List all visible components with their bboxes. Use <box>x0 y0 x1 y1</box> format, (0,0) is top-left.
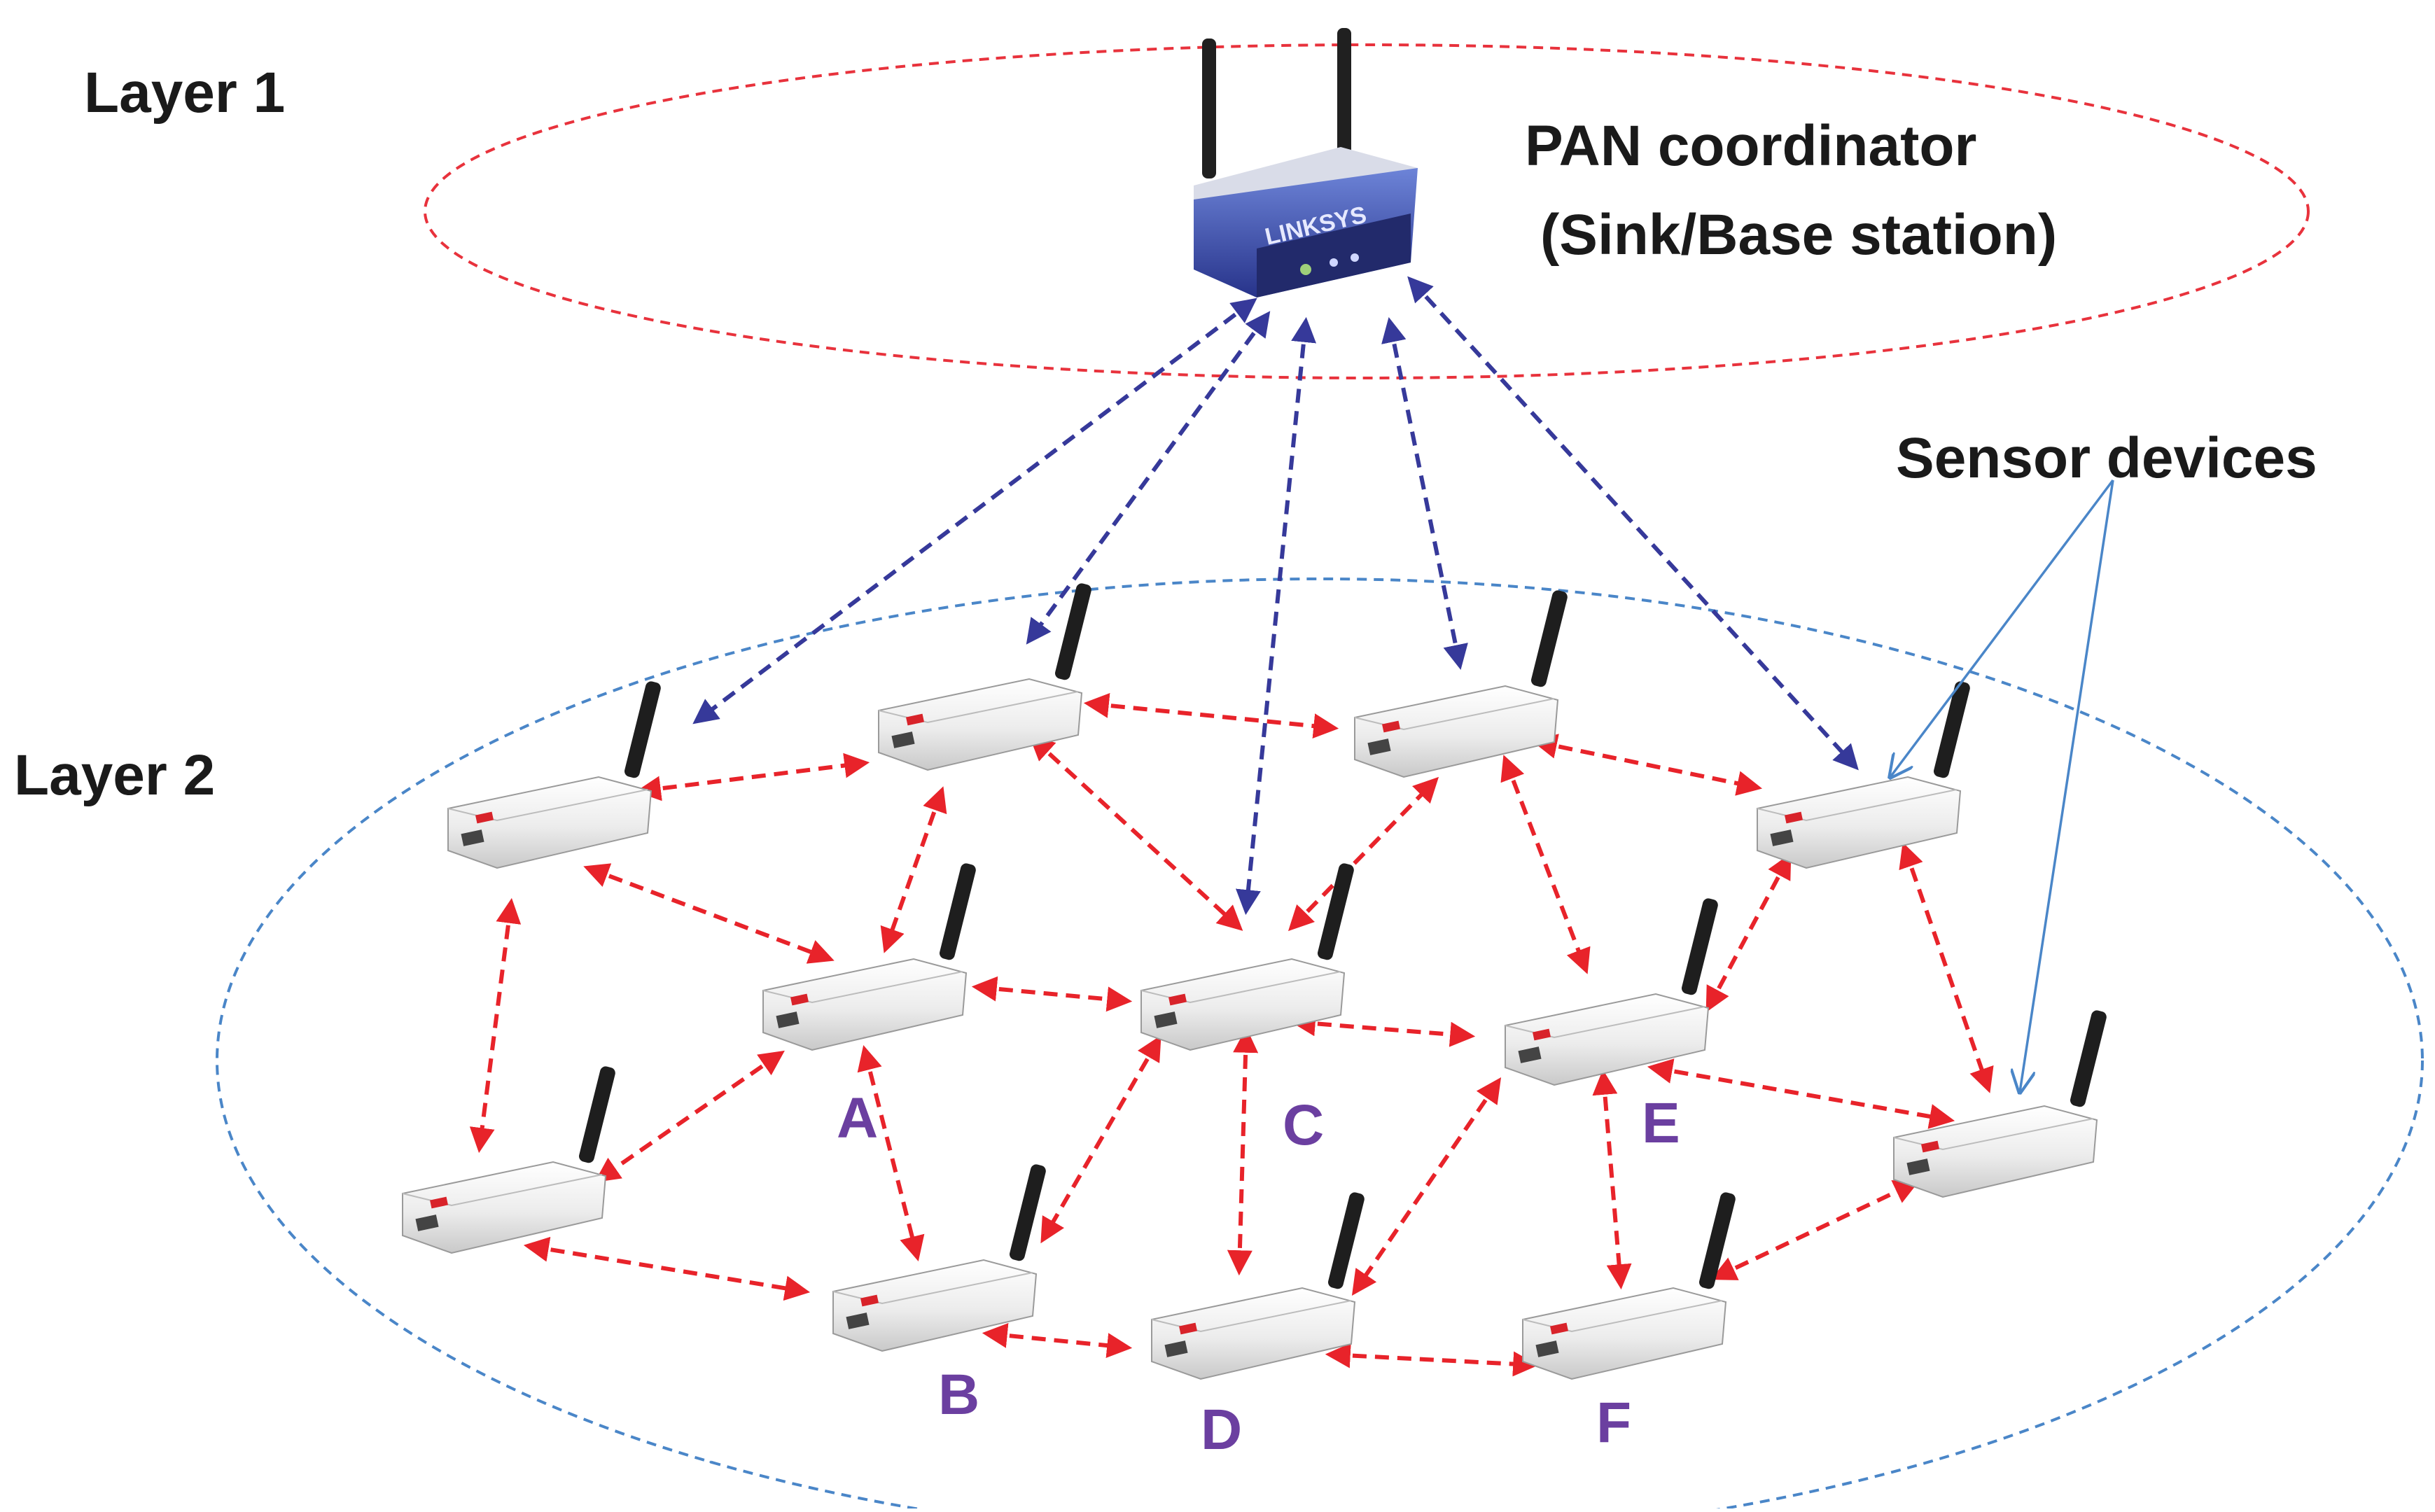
mesh-link <box>1592 1069 1632 1290</box>
layer1-label: Layer 1 <box>84 61 285 125</box>
sensor-callout-arrows <box>1890 479 2114 1092</box>
pan-coordinator-label: PAN coordinator <box>1525 114 1976 178</box>
mesh-link <box>982 1322 1133 1359</box>
coordinator-link <box>1381 316 1468 671</box>
mesh-link <box>1227 1027 1259 1276</box>
sensor-device-icon <box>1893 1010 2107 1198</box>
mesh-link <box>594 1050 785 1183</box>
mesh-link <box>1500 755 1591 974</box>
sensor-device-icon <box>447 681 661 869</box>
sensor-device-icon <box>878 583 1091 771</box>
sensor-device-icon <box>1505 898 1718 1086</box>
layer1-ring <box>424 43 2310 379</box>
mesh-link <box>1710 1180 1920 1280</box>
sensor-device-icon <box>1522 1192 1736 1380</box>
mesh-link <box>1040 1035 1161 1244</box>
sensor-devices-group <box>402 583 2107 1380</box>
sensor-device-icon <box>1354 590 1568 778</box>
sensor-device-icon <box>402 1066 615 1254</box>
sensor-devices-label: Sensor devices <box>1896 426 2317 490</box>
mesh-link <box>1531 734 1763 796</box>
node-label-a: A <box>837 1086 878 1150</box>
mesh-link <box>1899 842 1994 1093</box>
mesh-link <box>857 1045 925 1261</box>
mesh-link <box>1290 1011 1476 1047</box>
sensor-device-icon <box>1757 681 1970 869</box>
mesh-link <box>1325 1343 1539 1377</box>
mesh-link <box>1028 735 1243 931</box>
mesh-link <box>1705 853 1792 1013</box>
wireless-router-icon: LINKSYS <box>1194 28 1418 298</box>
node-label-d: D <box>1201 1398 1242 1462</box>
callout-arrow-2 <box>2020 479 2114 1092</box>
sensor-device-icon <box>1151 1192 1365 1380</box>
sensor-device-icon <box>832 1164 1046 1352</box>
node-label-f: F <box>1596 1391 1631 1455</box>
sensor-device-icon <box>1140 863 1354 1051</box>
mesh-link <box>1647 1058 1955 1129</box>
node-label-b: B <box>938 1363 979 1427</box>
callout-arrow-1 <box>1890 479 2114 777</box>
mesh-link <box>1351 1077 1502 1296</box>
mesh-link <box>880 786 947 953</box>
pan-coordinator-sublabel: (Sink/Base station) <box>1540 203 2057 267</box>
coordinator-link <box>692 298 1257 724</box>
mesh-link <box>583 863 835 964</box>
layer2-ring <box>216 578 2424 1512</box>
node-label-c: C <box>1283 1093 1324 1157</box>
coordinator-link <box>1407 276 1859 771</box>
mesh-link <box>469 897 522 1154</box>
mesh-link <box>523 1236 811 1301</box>
coordinator-link <box>1026 311 1271 645</box>
layer2-label: Layer 2 <box>14 743 215 807</box>
mesh-link <box>971 976 1133 1012</box>
sensor-device-icon <box>762 863 976 1051</box>
links-group <box>469 276 1994 1377</box>
mesh-link <box>1288 776 1439 932</box>
node-label-e: E <box>1642 1091 1680 1155</box>
coordinator-link <box>1235 316 1317 916</box>
mesh-link <box>1083 692 1339 739</box>
mesh-link <box>635 752 870 802</box>
